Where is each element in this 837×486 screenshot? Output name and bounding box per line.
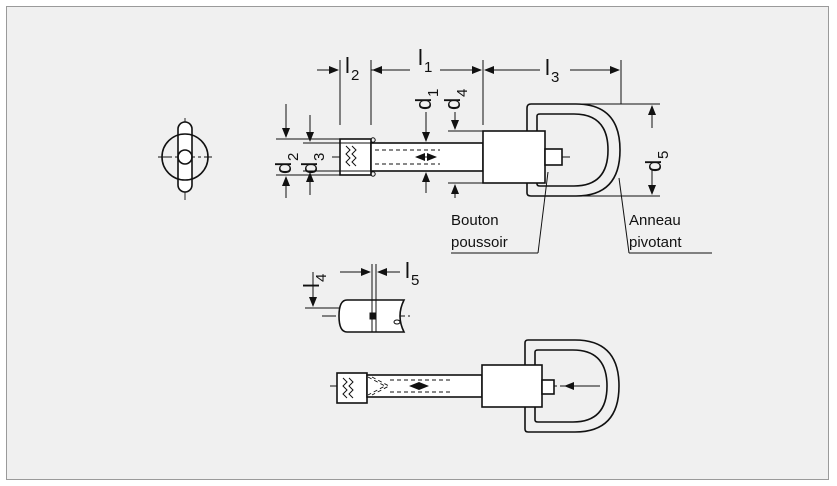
label-l5-sub: 5: [411, 272, 419, 289]
label-d5-sub: 5: [655, 151, 672, 159]
swivel-ring-line2: pivotant: [629, 234, 682, 251]
label-d2-sub: 2: [285, 153, 302, 161]
dimension-d1-d4: d 1 d 4: [411, 89, 483, 198]
label-d3-main: d: [297, 162, 322, 174]
label-d5-main: d: [641, 160, 666, 172]
push-button-line2: poussoir: [451, 234, 508, 251]
label-l3-main: l: [545, 55, 550, 80]
dimension-d5: d 5: [576, 103, 672, 197]
label-d1-main: d: [411, 98, 436, 110]
label-l2-main: l: [345, 53, 350, 78]
drawing-frame: [6, 6, 829, 480]
label-l4-sub: 4: [313, 274, 330, 282]
label-push-button: Bouton poussoir: [451, 171, 549, 254]
label-l1-sub: 1: [424, 59, 432, 76]
label-d3-sub: 3: [311, 153, 328, 161]
label-d4-main: d: [440, 98, 465, 110]
label-l2-sub: 2: [351, 67, 359, 84]
released-pin-view: [330, 339, 620, 433]
end-view: [158, 118, 212, 200]
push-button-line1: Bouton: [451, 212, 499, 229]
label-d4-sub: 4: [454, 89, 471, 97]
label-l5-main: l: [405, 258, 410, 283]
swivel-ring-line1: Anneau: [629, 212, 681, 229]
label-swivel-ring: Anneau pivotant: [618, 177, 712, 254]
label-d2-main: d: [271, 162, 296, 174]
label-d1-sub: 1: [425, 89, 442, 97]
detail-tip-view: l 4 l 5: [299, 258, 419, 333]
main-pin-view: [332, 103, 621, 197]
label-l4-main: l: [299, 283, 324, 288]
label-l3-sub: 3: [551, 69, 559, 86]
dimension-l-top: l 2 l 1 l 3: [317, 45, 622, 125]
label-l1-main: l: [418, 45, 423, 70]
dimension-d2-d3: d 2 d 3: [271, 104, 371, 198]
